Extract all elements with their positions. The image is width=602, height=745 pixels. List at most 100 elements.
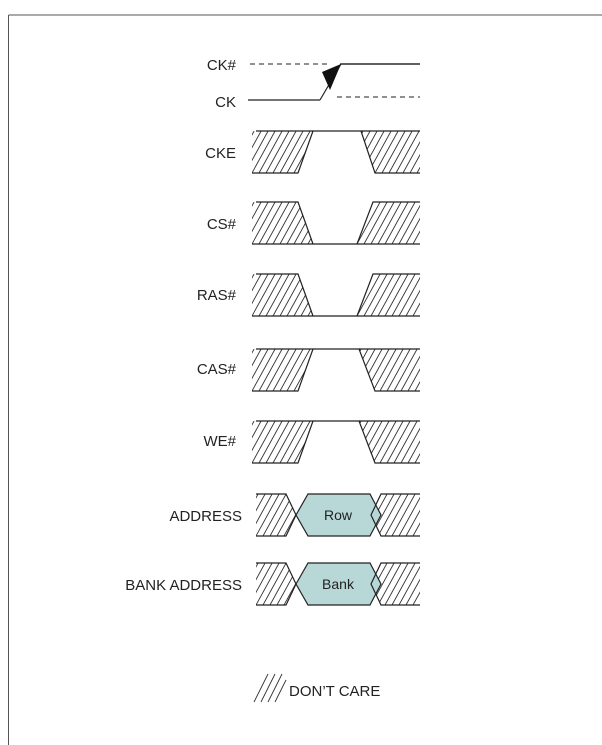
hatch-line (400, 349, 420, 391)
hatch-line (359, 349, 362, 391)
hatch-line (300, 202, 313, 244)
clock-edge-arrow-icon (322, 64, 341, 90)
hatch-line (357, 202, 367, 244)
hatch-line (286, 421, 311, 463)
hatch-line (286, 349, 311, 391)
hatch-line (329, 274, 352, 316)
hatch-line (361, 131, 364, 173)
hatch-line (286, 131, 311, 173)
hatch-line (300, 274, 313, 316)
label-ck-n: CK# (207, 57, 237, 74)
hatch-line (412, 494, 420, 536)
hatch-line (357, 202, 381, 244)
hatch-line (262, 494, 287, 536)
hatch-line (377, 274, 402, 316)
hatch-line (361, 131, 371, 173)
hatch-line (357, 274, 381, 316)
hatch-line (384, 563, 409, 605)
hatch-line (386, 421, 411, 463)
hatch-line (359, 421, 376, 463)
hatch-line (388, 131, 413, 173)
hatch-line (252, 421, 262, 463)
hatch-line (300, 421, 313, 463)
hatch-line (407, 349, 420, 391)
hatch-line (252, 349, 276, 391)
hatch-line (272, 421, 297, 463)
hatch-line (256, 563, 280, 605)
waveform-cas-n (252, 348, 420, 392)
hatch-line (256, 494, 280, 536)
hatch-line (412, 202, 420, 244)
hatch-line (405, 274, 420, 316)
hatch-line (407, 421, 420, 463)
address-row-value: Row (324, 507, 353, 523)
hatch-line (279, 349, 304, 391)
hatch-line (377, 202, 402, 244)
legend-dont-care: DON’T CARE (253, 673, 380, 703)
hatch-line (272, 274, 297, 316)
hatch-line (361, 131, 378, 173)
waveform-cke (252, 130, 420, 174)
label-cke: CKE (205, 145, 236, 162)
hatch-line (252, 131, 262, 173)
hatch-line (272, 349, 297, 391)
hatch-line (381, 131, 406, 173)
hatch-line (258, 202, 283, 244)
hatch-line (370, 202, 395, 244)
hatch-line (307, 202, 313, 244)
hatch-line (370, 274, 395, 316)
hatch-line (279, 202, 304, 244)
label-ras-n: RAS# (197, 287, 237, 304)
hatch-line (379, 349, 404, 391)
hatch-line (252, 202, 269, 244)
hatch-line (409, 131, 420, 173)
hatch-line (265, 421, 290, 463)
hatch-line (252, 421, 269, 463)
hatch-line (252, 202, 262, 244)
waveform-address: Row (256, 493, 420, 537)
hatch-line (258, 274, 283, 316)
hatch-line (363, 202, 388, 244)
hatch-line (357, 274, 360, 316)
hatch-line (324, 349, 347, 391)
hatch-line (307, 421, 313, 463)
hatch-line (265, 274, 290, 316)
hatch-line (307, 349, 313, 391)
hatch-line (419, 274, 420, 316)
hatch-line (286, 274, 311, 316)
hatch-line (252, 274, 269, 316)
hatch-line (252, 274, 276, 316)
address-row-box (295, 493, 382, 537)
hatch-line (272, 131, 297, 173)
hatch-line (307, 131, 313, 173)
hatch-line (256, 494, 266, 536)
hatch-line (398, 494, 420, 536)
hatch-line (258, 421, 283, 463)
hatch-line (412, 274, 420, 316)
hatch-line (329, 202, 352, 244)
hatch-line (258, 349, 283, 391)
hatch-line (414, 349, 420, 391)
hatch-line (322, 274, 345, 316)
hatch-line (315, 274, 338, 316)
hatch-line (324, 421, 347, 463)
hatch-line (359, 349, 369, 391)
waveform-bank-address: Bank (256, 562, 420, 606)
waveform-ras-n (252, 273, 420, 317)
hatch-line (319, 131, 342, 173)
hatch-line (379, 421, 404, 463)
hatch-line (402, 131, 420, 173)
hatch-line (357, 202, 374, 244)
hatch-line (258, 131, 283, 173)
hatch-line (391, 202, 416, 244)
hatch-line (391, 563, 416, 605)
hatch-line (300, 131, 313, 173)
hatch-line (326, 131, 349, 173)
hatch-line (256, 563, 273, 605)
hatch-line (372, 349, 397, 391)
hatch-line (384, 274, 409, 316)
hatch-line (405, 202, 420, 244)
hatch-line (395, 131, 420, 173)
hatch-line (359, 421, 369, 463)
